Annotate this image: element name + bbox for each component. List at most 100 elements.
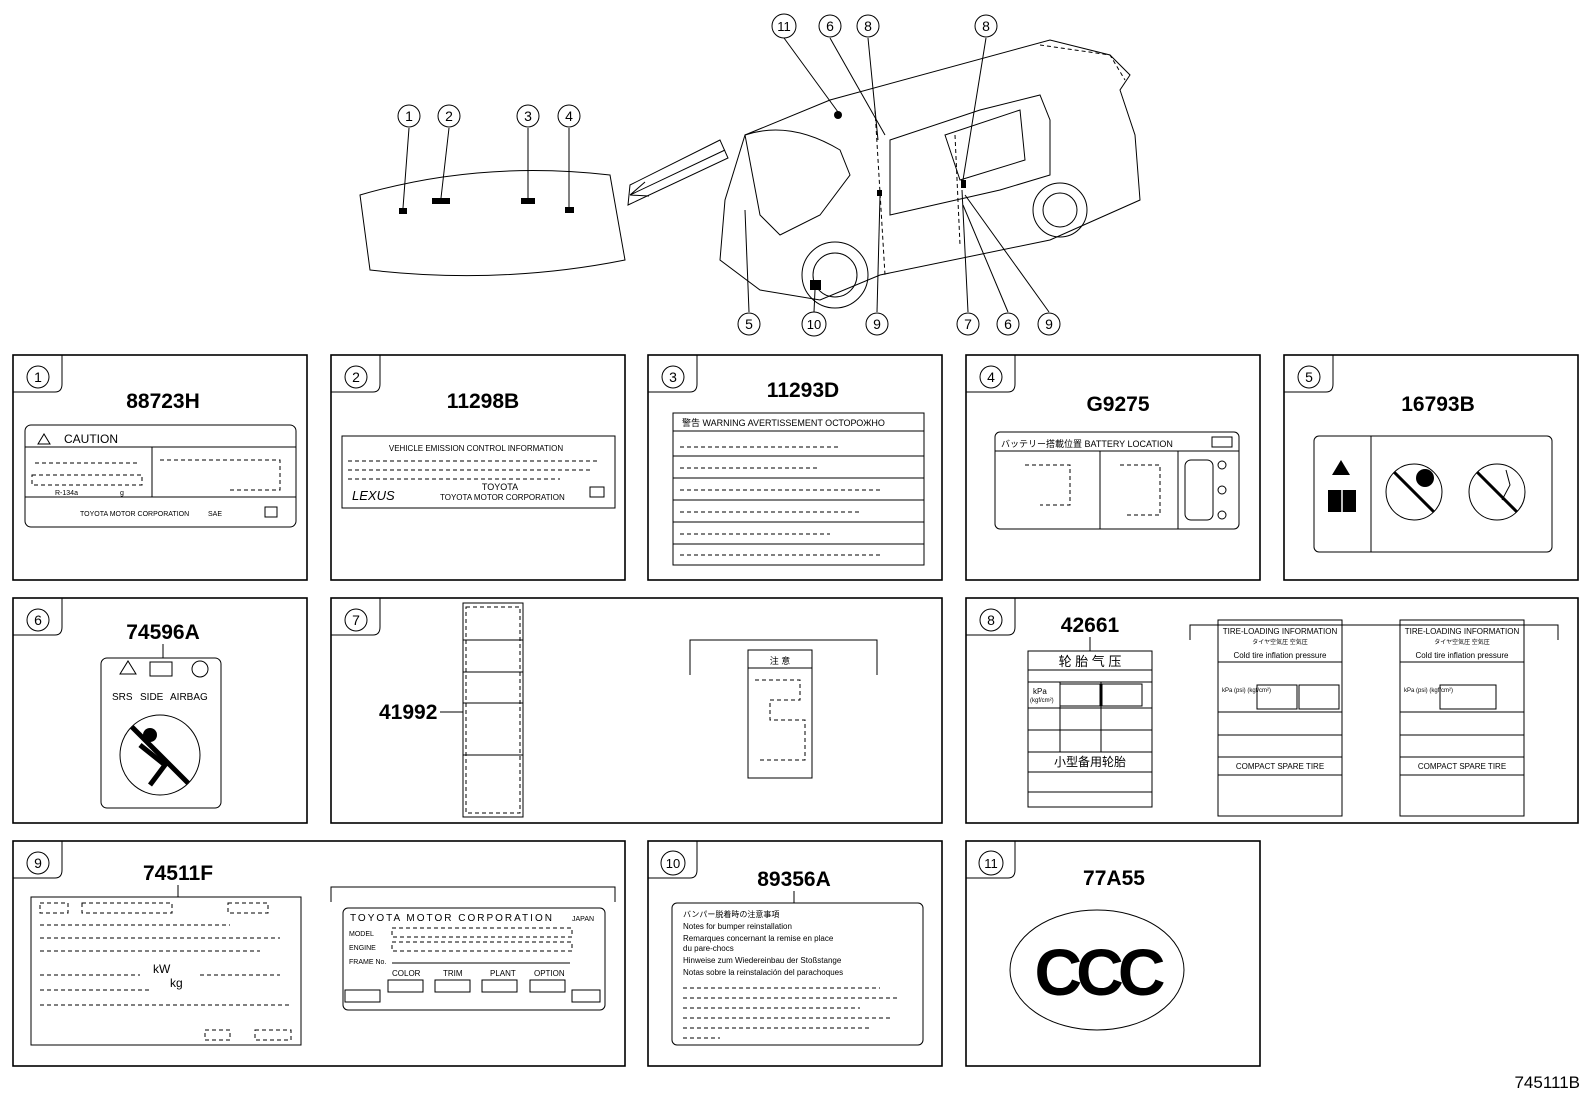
svg-text:8: 8	[982, 18, 990, 34]
callout-8-top: 8	[856, 14, 880, 38]
panel-1-company: TOYOTA MOTOR CORPORATION	[80, 511, 189, 518]
panel-9-company: TOYOTA MOTOR CORPORATION	[350, 913, 554, 924]
callout-9-bottom: 9	[865, 312, 889, 336]
srs-text: SRS	[112, 692, 133, 703]
panel-7: 7 41992 注 意	[330, 597, 943, 824]
panel-9: 9 74511F kW kg TOYOTA MOTOR CORPORATION …	[12, 840, 626, 1067]
panel-4-index: 4	[987, 369, 995, 385]
panel-6-index: 6	[34, 612, 42, 628]
caution-jp-heading: 注 意	[770, 655, 791, 666]
svg-text:3: 3	[524, 108, 532, 124]
trim-label: TRIM	[443, 969, 463, 978]
warning-triangle-icon	[1332, 460, 1350, 475]
cn-tire-title: 轮 胎 气 压	[1059, 654, 1122, 669]
tire-loading-jp-a: タイヤ空気圧 空気圧	[1252, 638, 1308, 646]
bumper-note-es: Notas sobre la reinstalación del paracho…	[683, 968, 843, 977]
kgf-label: (kgf/cm²)	[1030, 698, 1054, 704]
toyota-text: TOYOTA	[482, 482, 518, 492]
panel-10-part-number: 89356A	[757, 868, 831, 891]
refrigerant-amount: g	[120, 490, 124, 497]
windshield-overview: 1 2 3 4	[359, 104, 729, 277]
callout-10-bottom: 10	[801, 311, 827, 337]
battery-location-heading: バッテリー搭載位置 BATTERY LOCATION	[1001, 438, 1173, 449]
power-unit: kW	[153, 962, 171, 976]
panel-8-part-number: 42661	[1061, 614, 1120, 637]
figure-id: 745111B	[1514, 1073, 1580, 1092]
no-occupant-leaning-icon	[119, 714, 201, 796]
ccc-mark-text: CCC	[1035, 935, 1164, 1009]
bumper-note-fr-1: Remarques concernant la remise en place	[683, 934, 834, 943]
callout-8-top-right: 8	[974, 14, 998, 38]
svg-text:7: 7	[964, 316, 972, 332]
callout-4: 4	[557, 104, 581, 128]
callout-1: 1	[397, 104, 421, 128]
panel-7-index: 7	[352, 612, 360, 628]
panel-4-part-number: G9275	[1086, 393, 1149, 416]
no-child-seat-icon	[1468, 463, 1526, 521]
svg-text:6: 6	[1004, 316, 1012, 332]
panel-8-index: 8	[987, 612, 995, 628]
panel-9-part-number: 74511F	[143, 862, 213, 885]
bumper-note-en: Notes for bumper reinstallation	[683, 922, 792, 931]
compact-spare-a: COMPACT SPARE TIRE	[1236, 762, 1324, 771]
svg-text:2: 2	[445, 108, 453, 124]
option-label: OPTION	[534, 969, 565, 978]
panel-1-index: 1	[34, 369, 42, 385]
sae-text: SAE	[208, 511, 222, 518]
panel-3-index: 3	[669, 369, 677, 385]
cold-pressure-b: Cold tire inflation pressure	[1416, 651, 1509, 660]
panel-11-index: 11	[984, 856, 998, 871]
panel-6-part-number: 74596A	[126, 621, 200, 644]
panel-9-index: 9	[34, 855, 42, 871]
side-text: SIDE	[140, 692, 164, 703]
panel-2-part-number: 11298B	[447, 390, 519, 413]
svg-text:11: 11	[777, 19, 791, 34]
model-label: MODEL	[349, 931, 374, 938]
panel-8: 8 42661 轮 胎 气 压 kPa (kgf/cm²) 小型备用轮胎 TIR…	[965, 597, 1579, 824]
japan-text: JAPAN	[572, 916, 594, 923]
compact-spare-b: COMPACT SPARE TIRE	[1418, 762, 1506, 771]
svg-text:10: 10	[807, 317, 821, 332]
cn-spare-tire: 小型备用轮胎	[1054, 755, 1126, 769]
callout-11-top: 11	[771, 13, 797, 39]
vehicle-overview: 11 6 8 8 5 10 9 7 6 9	[719, 13, 1141, 337]
color-label: COLOR	[392, 969, 421, 978]
callout-9-bottom-right: 9	[1037, 312, 1061, 336]
panel-3-part-number: 11293D	[767, 379, 839, 402]
panel-2-index: 2	[352, 369, 360, 385]
kpa-label: kPa	[1033, 687, 1047, 696]
panel-2-company: TOYOTA MOTOR CORPORATION	[440, 493, 565, 502]
engine-label: ENGINE	[349, 945, 376, 952]
svg-text:9: 9	[873, 316, 881, 332]
bumper-note-jp: バンパー脱着時の注意事項	[683, 909, 779, 919]
panel-11: 11 77A55 CCC	[965, 840, 1261, 1067]
kpa-psi-a: kPa (psi) (kgf/cm²)	[1222, 688, 1271, 694]
panel-7-part-number: 41992	[379, 701, 437, 724]
warning-heading: 警告 WARNING AVERTISSEMENT ОСТОРОЖНО	[682, 417, 885, 428]
bumper-note-de: Hinweise zum Wiedereinbau der Stoßstange	[683, 956, 842, 965]
panel-11-part-number: 77A55	[1083, 867, 1145, 890]
svg-text:9: 9	[1045, 316, 1053, 332]
panel-2: 2 11298B VEHICLE EMISSION CONTROL INFORM…	[330, 354, 626, 581]
panel-10-index: 10	[666, 856, 680, 871]
svg-text:1: 1	[405, 108, 413, 124]
no-rear-facing-seat-icon	[1385, 463, 1443, 521]
lexus-logo: LEXUS	[352, 488, 395, 503]
cold-pressure-a: Cold tire inflation pressure	[1234, 651, 1327, 660]
frame-label: FRAME No.	[349, 959, 386, 966]
panel-6: 6 74596A SRS SIDE AIRBAG	[12, 597, 308, 824]
caution-text: CAUTION	[64, 432, 118, 446]
svg-text:4: 4	[565, 108, 573, 124]
weight-unit: kg	[170, 976, 183, 990]
tire-loading-heading-b: TIRE-LOADING INFORMATION	[1405, 627, 1520, 636]
panel-5-part-number: 16793B	[1401, 393, 1475, 416]
callout-6-top: 6	[818, 14, 842, 38]
panel-5: 5 16793B	[1283, 354, 1579, 581]
tire-loading-heading-a: TIRE-LOADING INFORMATION	[1223, 627, 1338, 636]
panel-1-part-number: 88723H	[126, 390, 200, 413]
panel-5-index: 5	[1305, 369, 1313, 385]
kpa-psi-b: kPa (psi) (kgf/cm²)	[1404, 688, 1453, 694]
callout-5-bottom: 5	[737, 312, 761, 336]
panel-4: 4 G9275 バッテリー搭載位置 BATTERY LOCATION	[965, 354, 1261, 581]
plant-label: PLANT	[490, 969, 516, 978]
